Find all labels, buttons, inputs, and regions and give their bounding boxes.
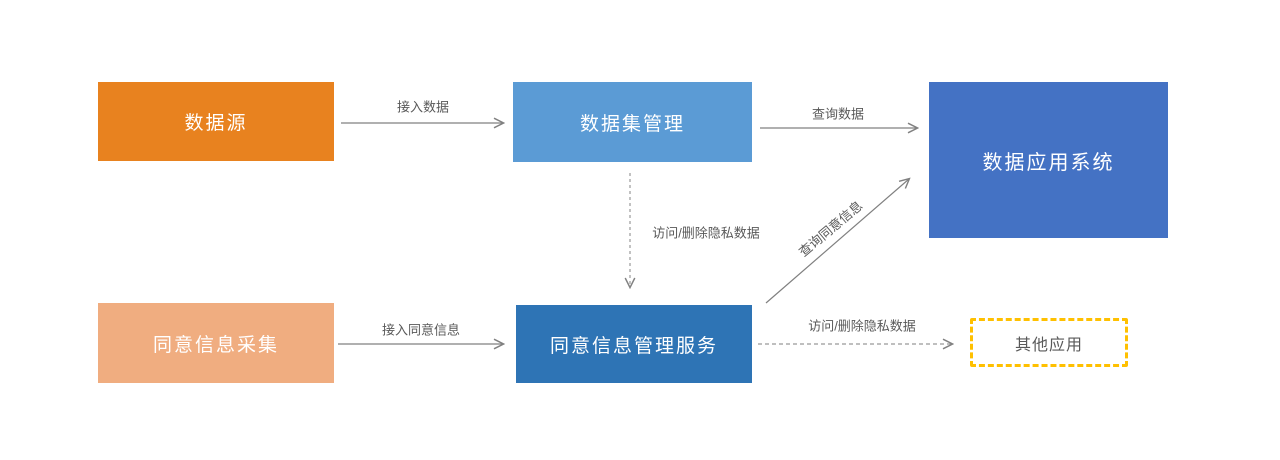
node-consent-management-service: 同意信息管理服务 xyxy=(516,305,752,383)
edge-label-access-delete-private-data-bottom: 访问/删除隐私数据 xyxy=(808,318,916,334)
node-consent-collection: 同意信息采集 xyxy=(98,303,334,383)
edge-label-access-consent-info: 接入同意信息 xyxy=(381,322,461,338)
arrow-query-consent-info xyxy=(765,179,909,304)
edge-label-query-data: 查询数据 xyxy=(811,106,865,122)
edge-label-access-data: 接入数据 xyxy=(396,99,450,115)
node-other-applications: 其他应用 xyxy=(970,318,1128,367)
node-data-application-system: 数据应用系统 xyxy=(929,82,1168,238)
edge-label-query-consent-info: 查询同意信息 xyxy=(795,197,866,260)
node-dataset-management: 数据集管理 xyxy=(513,82,752,162)
edge-label-access-delete-private-data-top: 访问/删除隐私数据 xyxy=(652,225,760,241)
node-data-source: 数据源 xyxy=(98,82,334,161)
